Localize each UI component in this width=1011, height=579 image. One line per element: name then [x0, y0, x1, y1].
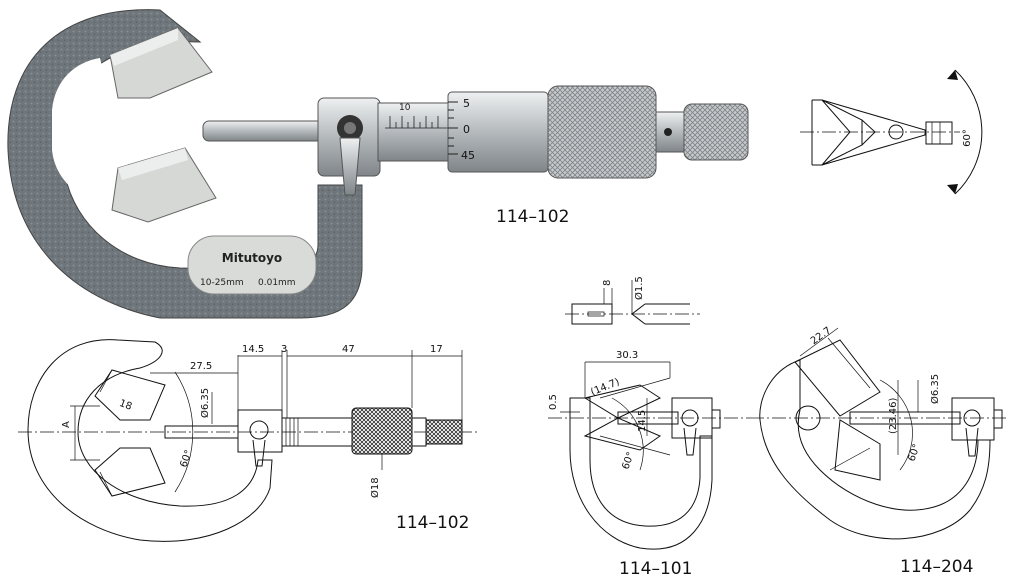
thimble-ticks	[448, 101, 458, 155]
sleeve	[377, 102, 449, 162]
scale-5: 5	[463, 97, 470, 110]
label-plate	[187, 235, 317, 295]
angle-label: 60°	[962, 129, 973, 147]
dim-0-5: 0.5	[548, 394, 559, 410]
brand-label: Mitutoyo	[222, 251, 282, 265]
drawing-102-caption: 114–102	[396, 513, 469, 533]
dim-3: 3	[281, 344, 287, 355]
dim-27-5: 27.5	[190, 361, 212, 372]
dim-8: 8	[602, 280, 613, 286]
dim-60: 60°	[178, 449, 194, 469]
spindle-tip-detail: 8 Ø1.5	[565, 276, 700, 325]
thimble-top-number: 10	[399, 103, 411, 113]
dim-23-46: (23.46)	[888, 397, 899, 434]
spindle	[202, 120, 324, 142]
dim-6-35-204: Ø6.35	[929, 374, 941, 404]
dim-30-3: 30.3	[616, 350, 638, 361]
spec-range: 10-25mm	[200, 278, 244, 288]
sleeve-graduations	[385, 116, 448, 129]
dim-18-sleeve: Ø18	[369, 477, 381, 498]
drawing-204-caption: 114–204	[900, 557, 973, 577]
spec-resolution: 0.01mm	[258, 278, 296, 288]
dim-17: 17	[430, 344, 443, 355]
sleeve-ticks-drawing	[285, 418, 299, 446]
dim-60-101: 60°	[620, 451, 636, 471]
dim-60-204: 60°	[906, 443, 922, 463]
thimble-knurl	[547, 85, 657, 179]
scale-0: 0	[463, 123, 470, 136]
scale-45: 45	[461, 149, 475, 162]
micrometer-photo: 10 5 0 45 Mitutoyo 10-25mm 0.01mm 114–10…	[7, 9, 749, 319]
drawing-114-101: 30.3 (14.7) 0.5 14.5 60° 114–101	[548, 350, 750, 579]
ratchet-knob	[683, 103, 749, 161]
dim-1-5: Ø1.5	[633, 276, 645, 300]
drawing-114-102: 18 A 27.5 Ø6.35 60°	[18, 339, 478, 542]
dim-22-7: 22.7	[809, 325, 834, 347]
photo-model-caption: 114–102	[496, 207, 569, 227]
dim-14-5-101: 14.5	[637, 410, 648, 432]
dim-14-7: (14.7)	[589, 377, 621, 398]
dim-47: 47	[342, 344, 355, 355]
dim-6-35: Ø6.35	[199, 388, 211, 418]
drawing-101-caption: 114–101	[619, 559, 692, 579]
drawing-114-204: 22.7 Ø6.35 (23.46) 60° 114–204	[750, 325, 1008, 577]
dim-a: A	[61, 421, 72, 428]
anvil-angle-detail: 60°	[800, 69, 983, 195]
dim-18-anvil: 18	[118, 398, 134, 413]
dim-14-5: 14.5	[242, 344, 264, 355]
